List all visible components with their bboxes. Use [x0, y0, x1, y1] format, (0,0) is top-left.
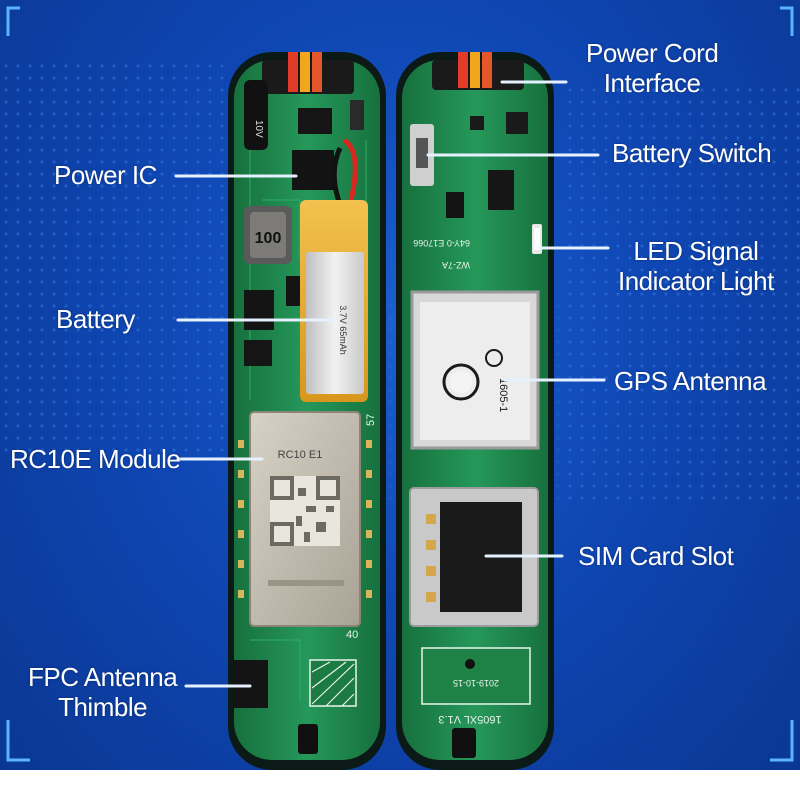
label-battery: Battery [56, 304, 135, 334]
right-board: 64Y-0 E17066 WZ-7A 1605-1 2019-10-15 160… [396, 52, 554, 770]
label-power-ic: Power IC [54, 160, 157, 190]
pcb-date-label: 2019-10-15 [453, 678, 499, 688]
inductor-label: 100 [255, 230, 282, 247]
dot-pattern-right [560, 80, 800, 500]
pcb-version-label: 1605XL V1.3 [438, 713, 501, 725]
pin-end-label: 40 [346, 629, 358, 641]
label-power-cord-interface: Power Cord Interface [586, 38, 719, 98]
svg-text:10V: 10V [253, 120, 264, 138]
module-silk-label: RC10 E1 [278, 449, 323, 461]
label-fpc-antenna-thimble: FPC Antenna Thimble [28, 662, 178, 722]
label-led-signal-indicator: LED Signal Indicator Light [618, 236, 774, 296]
qr-code [270, 476, 340, 546]
pin-start-label: 57 [365, 414, 377, 426]
label-rc10e-module: RC10E Module [10, 444, 181, 474]
svg-text:WZ-7A: WZ-7A [442, 260, 470, 270]
frame-corners [6, 6, 794, 762]
battery-print: 3.7V 65mAh [338, 305, 348, 355]
label-sim-card-slot: SIM Card Slot [578, 541, 734, 571]
dot-pattern-left [0, 60, 230, 460]
bottom-band [0, 770, 800, 800]
label-battery-switch: Battery Switch [612, 138, 772, 168]
left-board: 10V 100 3.7V 65mAh RC10 E1 [228, 52, 386, 770]
label-gps-antenna: GPS Antenna [614, 366, 767, 396]
gps-antenna-label: 1605-1 [497, 378, 509, 412]
callout-lines [174, 80, 610, 688]
svg-text:64Y-0 E17066: 64Y-0 E17066 [413, 238, 470, 248]
